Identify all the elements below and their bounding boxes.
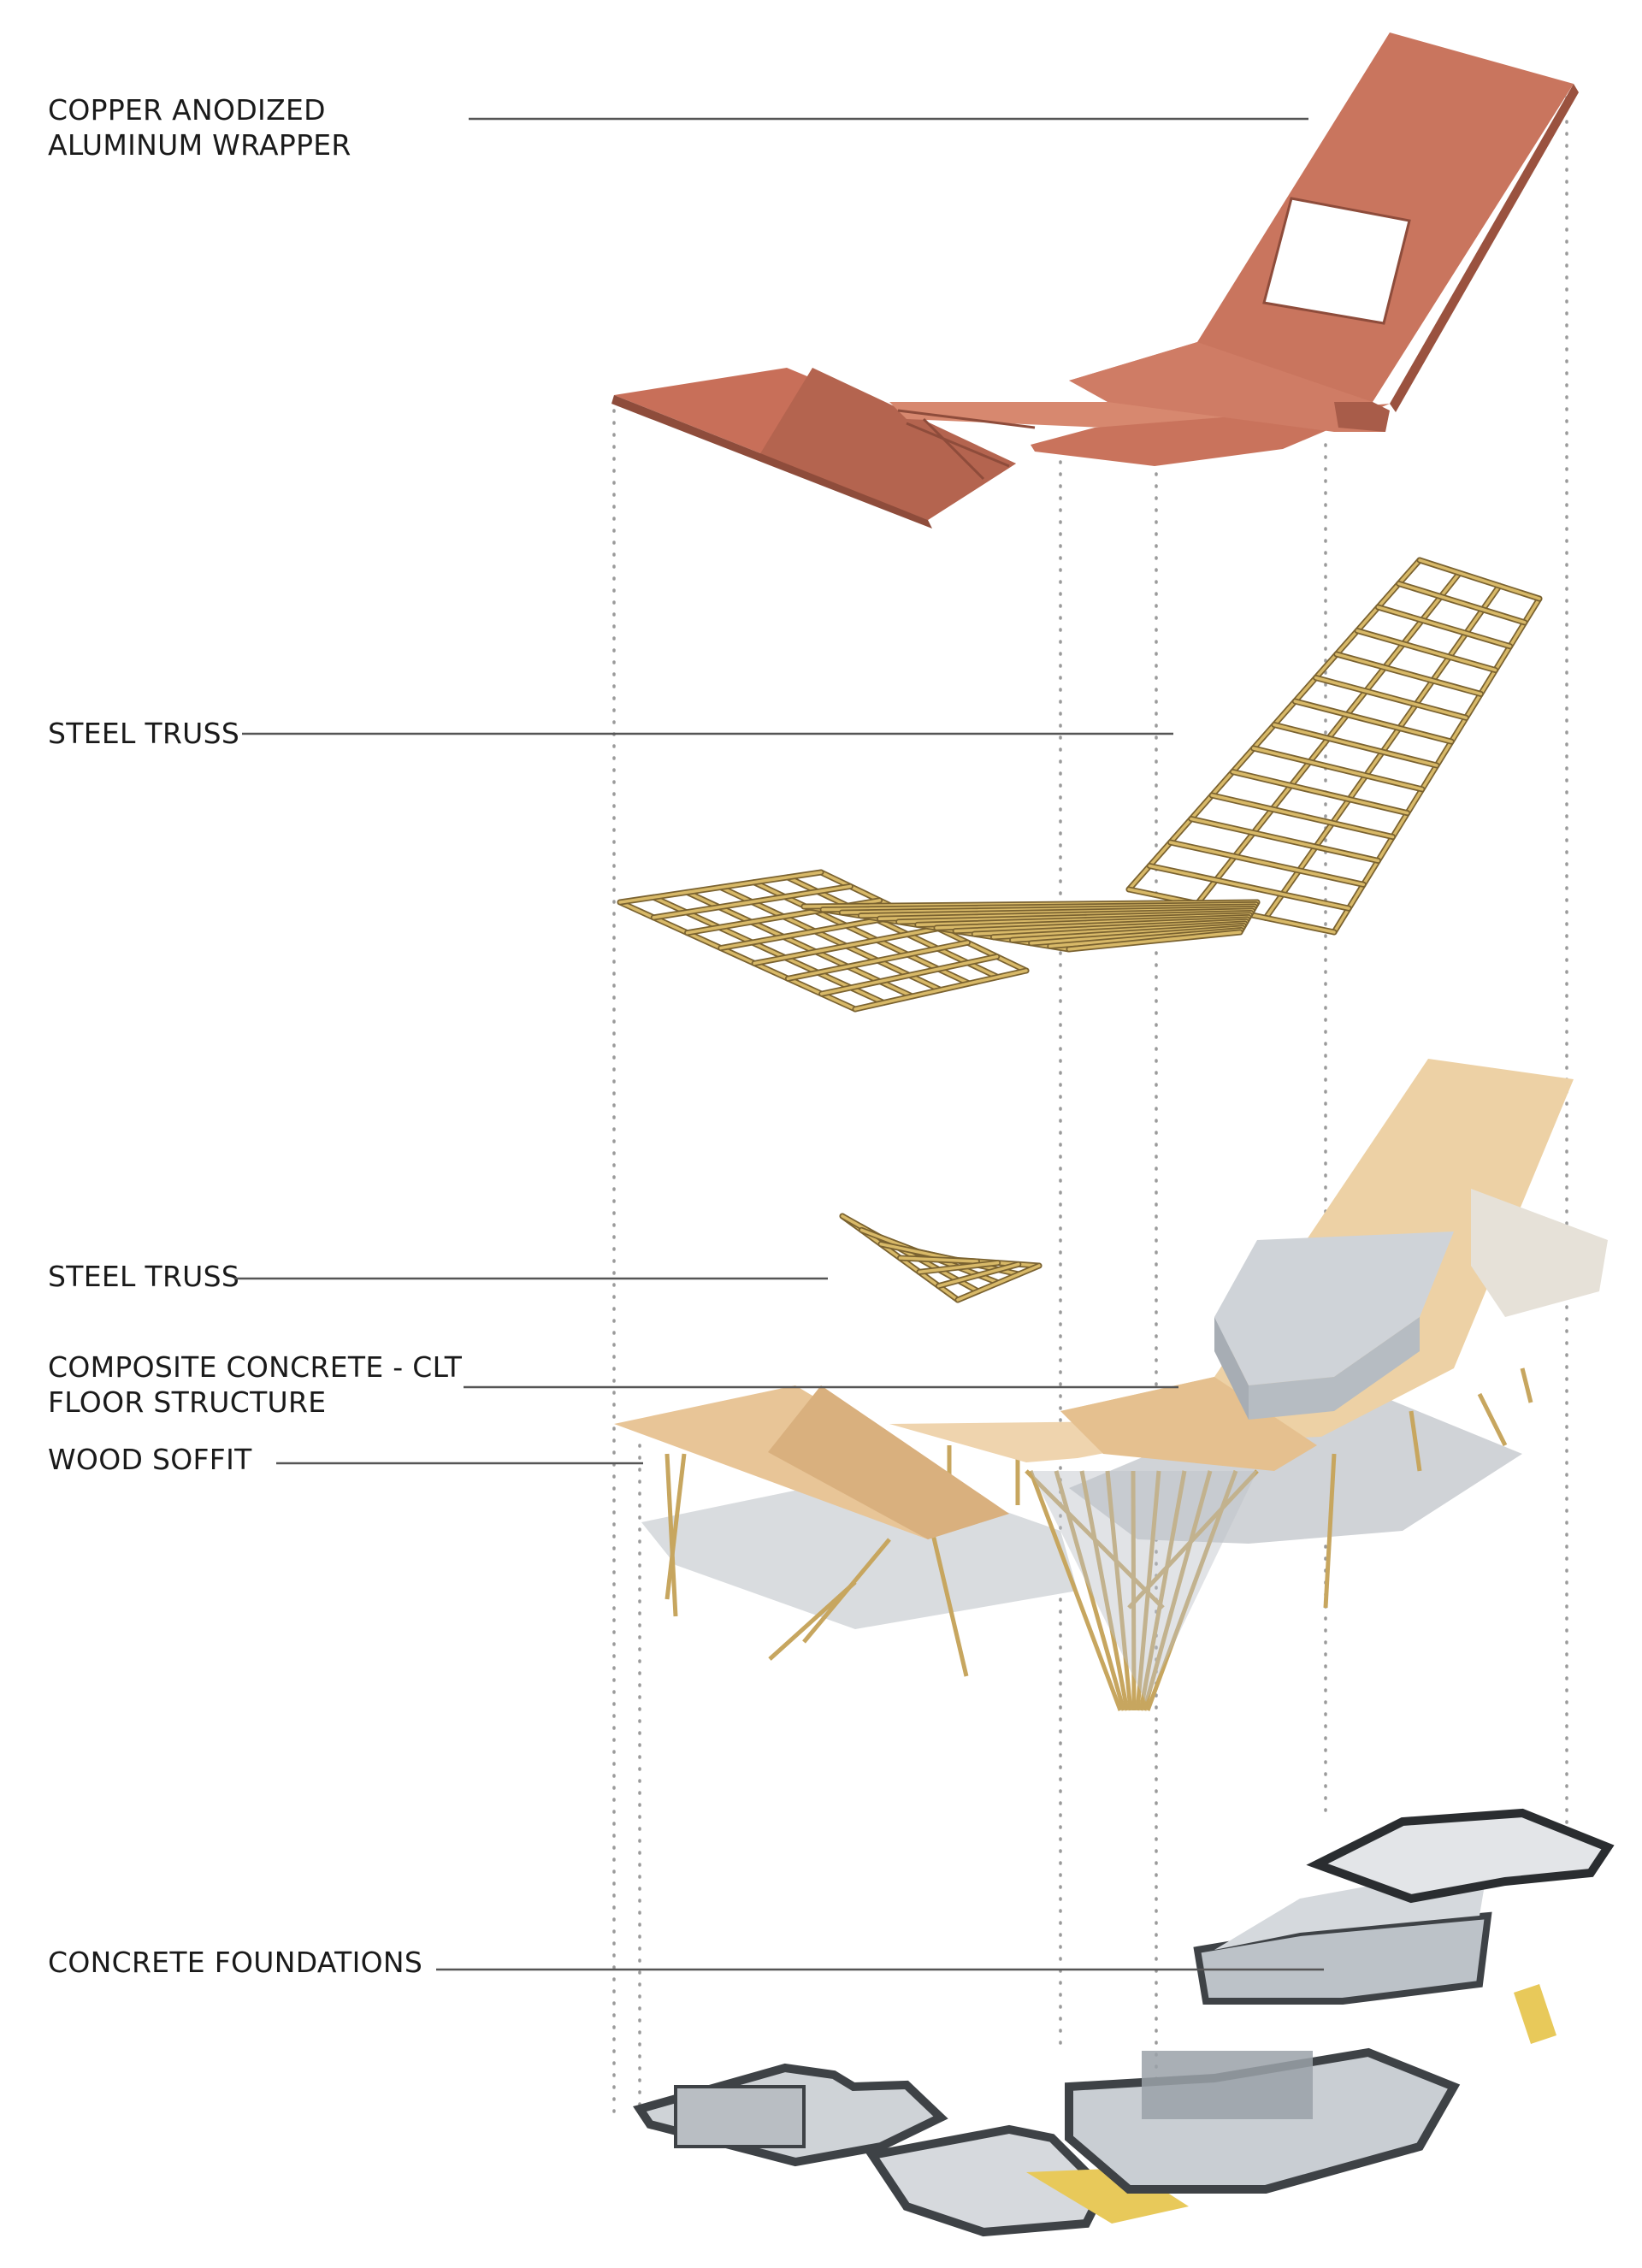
truss-member-highlight <box>936 1262 1020 1288</box>
cone-member <box>1079 1470 1130 1711</box>
foundation-glass-wall <box>1142 2051 1313 2119</box>
truss-member-highlight <box>918 1261 1000 1274</box>
column <box>930 1530 969 1677</box>
label-line: ALUMINUM WRAPPER <box>48 128 351 162</box>
truss-member-highlight <box>1356 629 1497 672</box>
label-line: STEEL TRUSS <box>48 1260 240 1293</box>
cone-member <box>1025 1469 1165 1609</box>
wrapper-left-wing-edge <box>611 395 932 529</box>
floor-concrete-box <box>1214 1231 1454 1385</box>
truss-member-highlight <box>618 871 823 904</box>
label-line: FLOOR STRUCTURE <box>48 1385 327 1419</box>
truss-member-highlight <box>1251 747 1424 791</box>
cone-member <box>1142 1470 1213 1711</box>
wrapper-right-lower <box>1069 342 1385 432</box>
truss-member-highlight <box>819 954 999 995</box>
foundation-stair-accent <box>1514 1984 1556 2044</box>
truss-member-highlight <box>652 884 853 919</box>
truss-member-highlight <box>786 941 970 981</box>
label-line: CONCRETE FOUNDATIONS <box>48 1946 423 1979</box>
truss-member-highlight <box>1168 841 1366 887</box>
label-wood-soffit: WOOD SOFFIT <box>48 1442 252 1477</box>
copper-wrapper-layer <box>611 32 1579 529</box>
steel-truss-upper-layer <box>617 557 1543 1013</box>
label-concrete-foundations: CONCRETE FOUNDATIONS <box>48 1945 422 1980</box>
truss-member-highlight <box>1293 700 1453 743</box>
floor-concrete-slab-right <box>1069 1377 1522 1544</box>
column <box>1409 1410 1422 1472</box>
column <box>1520 1367 1533 1403</box>
wrapper-right-lower-face <box>1334 402 1390 432</box>
column <box>664 1453 678 1617</box>
alignment-dotted-lines <box>612 84 1568 2174</box>
truss-member-highlight <box>1314 676 1468 720</box>
truss-member-highlight <box>1418 558 1541 600</box>
cone-member <box>1131 1470 1137 1711</box>
label-steel-truss-lower: STEEL TRUSS <box>48 1259 239 1294</box>
floor-right-lower <box>1060 1377 1317 1471</box>
truss-member-highlight <box>1190 817 1380 863</box>
floor-concrete-box-front <box>1249 1317 1420 1420</box>
truss-member-highlight <box>1067 930 1242 951</box>
truss-member-highlight <box>1335 653 1483 696</box>
foundation-room-block <box>674 2085 806 2148</box>
cone-member <box>1138 1470 1187 1711</box>
truss-member-highlight <box>685 890 914 998</box>
soffit-left-fold <box>768 1385 1009 1539</box>
truss-member-highlight <box>752 880 972 985</box>
cone-glass <box>1031 1471 1257 1702</box>
wrapper-skylight-opening <box>1262 197 1411 325</box>
cone-member <box>1028 1470 1123 1711</box>
steel-truss-lower-layer <box>839 1213 1042 1303</box>
column <box>1477 1392 1508 1447</box>
label-line: WOOD SOFFIT <box>48 1443 252 1476</box>
truss-member-highlight <box>753 926 940 966</box>
label-composite-floor: COMPOSITE CONCRETE - CLT FLOOR STRUCTURE <box>48 1350 462 1420</box>
truss-member-highlight <box>898 1256 979 1263</box>
label-line: COMPOSITE CONCRETE - CLT <box>48 1350 463 1384</box>
truss-member-highlight <box>1273 723 1438 767</box>
truss-member-highlight <box>718 885 942 992</box>
label-line: STEEL TRUSS <box>48 717 240 750</box>
foundation-top-walls <box>1306 1808 1615 1904</box>
truss-member-highlight <box>1148 864 1350 910</box>
label-line: COPPER ANODIZED <box>48 93 326 127</box>
truss-member-highlight <box>652 895 886 1005</box>
cone-member <box>1127 1469 1259 1609</box>
column <box>768 1580 857 1661</box>
truss-member-highlight <box>1231 770 1409 815</box>
floor-structure-layer <box>614 1059 1608 1711</box>
floor-side-panel <box>1471 1189 1608 1317</box>
column <box>664 1453 687 1600</box>
v-column-cone <box>1025 1469 1259 1711</box>
wrapper-edge-shadow <box>1390 84 1579 412</box>
cone-member <box>1105 1470 1133 1711</box>
truss-member-highlight <box>1376 605 1512 648</box>
truss-member-highlight <box>853 969 1028 1011</box>
truss-member-highlight <box>618 901 857 1011</box>
wrapper-struts <box>897 409 1036 481</box>
floor-concrete-box-face <box>1214 1317 1249 1420</box>
truss-member-highlight <box>786 876 1000 979</box>
truss-member-highlight <box>1210 794 1395 839</box>
wrapper-left-wing-fold <box>759 368 1016 520</box>
label-steel-truss-upper: STEEL TRUSS <box>48 716 239 751</box>
label-copper-wrapper: COPPER ANODIZED ALUMINUM WRAPPER <box>48 92 351 162</box>
concrete-foundations-layer <box>633 1808 1615 2237</box>
column <box>1323 1453 1337 1609</box>
truss-member-highlight <box>956 1264 1041 1302</box>
truss-member-highlight <box>1397 582 1527 624</box>
